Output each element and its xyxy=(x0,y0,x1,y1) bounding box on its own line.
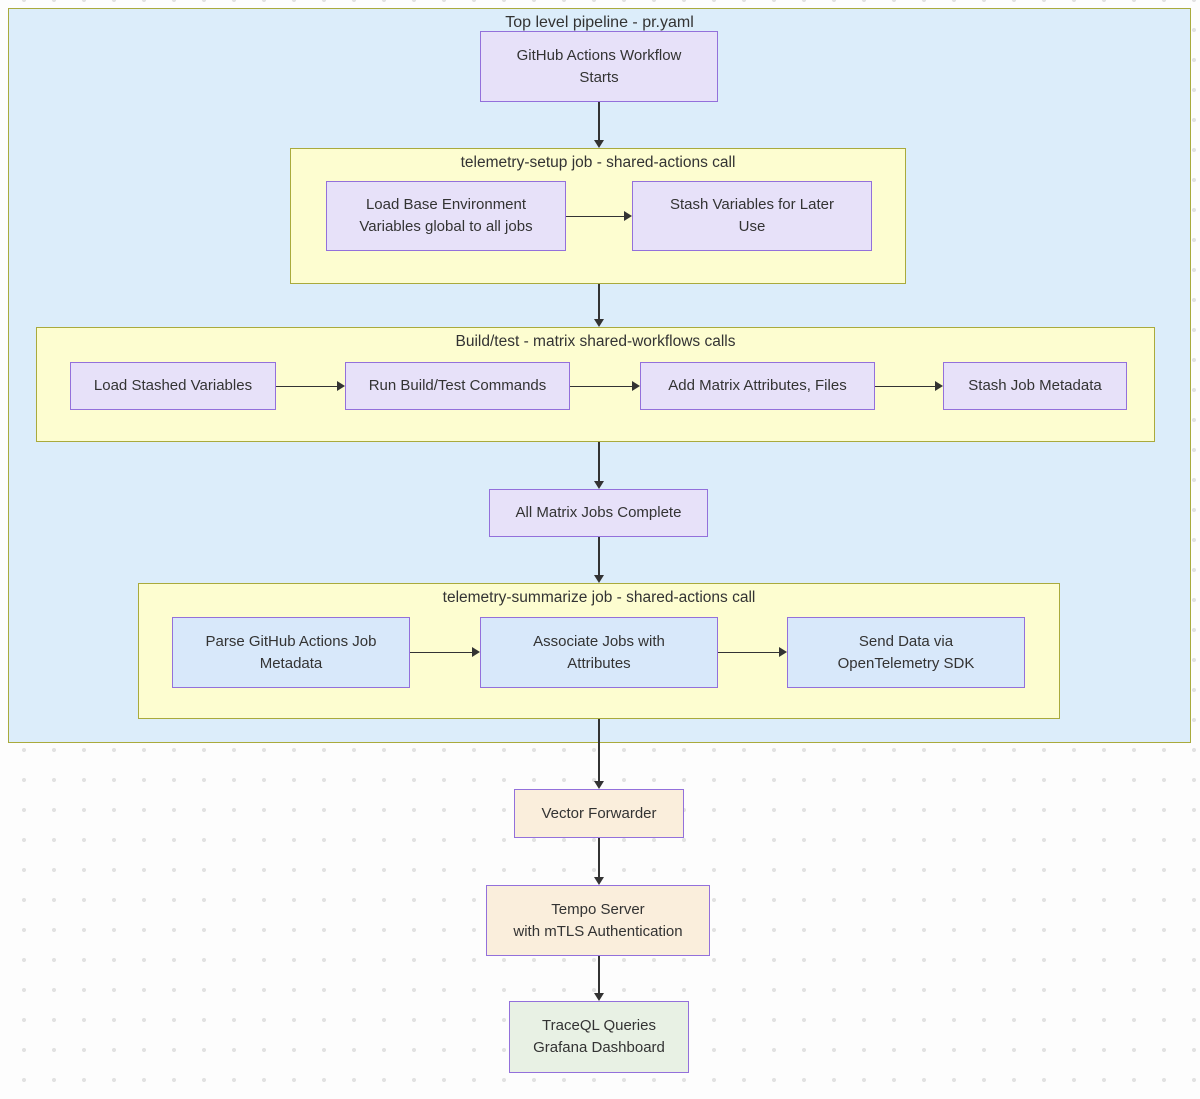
arrowhead-right-icon xyxy=(935,381,943,391)
node-tempo-server-mtls: Tempo Server with mTLS Authentication xyxy=(486,885,710,956)
arrowhead-down-icon xyxy=(594,481,604,489)
node-stash-variables-for-later-use: Stash Variables for Later Use xyxy=(632,181,872,251)
node-add-matrix-attributes-files: Add Matrix Attributes, Files xyxy=(640,362,875,410)
arrowhead-right-icon xyxy=(624,211,632,221)
arrowhead-right-icon xyxy=(472,647,480,657)
edge-line xyxy=(598,102,600,141)
node-vector-forwarder: Vector Forwarder xyxy=(514,789,684,838)
arrowhead-right-icon xyxy=(632,381,640,391)
subgraph-telemetry-setup-title: telemetry-setup job - shared-actions cal… xyxy=(460,154,736,171)
edge-line xyxy=(570,385,633,387)
edge-line xyxy=(276,385,338,387)
arrowhead-down-icon xyxy=(594,140,604,148)
arrowhead-right-icon xyxy=(337,381,345,391)
edge-line xyxy=(598,838,600,878)
node-parse-github-actions-job-metadata: Parse GitHub Actions Job Metadata xyxy=(172,617,410,688)
edge-line xyxy=(410,651,473,653)
node-load-stashed-variables: Load Stashed Variables xyxy=(70,362,276,410)
arrowhead-right-icon xyxy=(779,647,787,657)
arrowhead-down-icon xyxy=(594,993,604,1001)
arrowhead-down-icon xyxy=(594,781,604,789)
edge-line xyxy=(598,442,600,482)
node-send-data-via-opentelemetry-sdk: Send Data via OpenTelemetry SDK xyxy=(787,617,1025,688)
subgraph-telemetry-summarize-title: telemetry-summarize job - shared-actions… xyxy=(442,589,756,606)
node-traceql-queries-grafana-dashboard: TraceQL Queries Grafana Dashboard xyxy=(509,1001,689,1073)
arrowhead-down-icon xyxy=(594,319,604,327)
node-stash-job-metadata: Stash Job Metadata xyxy=(943,362,1127,410)
node-load-base-environment-variables: Load Base Environment Variables global t… xyxy=(326,181,566,251)
node-github-actions-workflow-starts: GitHub Actions Workflow Starts xyxy=(480,31,718,102)
edge-line xyxy=(598,537,600,576)
edge-line xyxy=(598,284,600,320)
node-all-matrix-jobs-complete: All Matrix Jobs Complete xyxy=(489,489,708,537)
edge-line xyxy=(598,956,600,994)
subgraph-build-test-title: Build/test - matrix shared-workflows cal… xyxy=(455,333,736,350)
edge-line xyxy=(875,385,936,387)
arrowhead-down-icon xyxy=(594,575,604,583)
subgraph-top-level-pipeline-title: Top level pipeline - pr.yaml xyxy=(505,14,694,31)
arrowhead-down-icon xyxy=(594,877,604,885)
node-run-build-test-commands: Run Build/Test Commands xyxy=(345,362,570,410)
node-associate-jobs-with-attributes: Associate Jobs with Attributes xyxy=(480,617,718,688)
edge-line xyxy=(566,215,625,217)
edge-line xyxy=(718,651,780,653)
edge-line xyxy=(598,719,600,782)
